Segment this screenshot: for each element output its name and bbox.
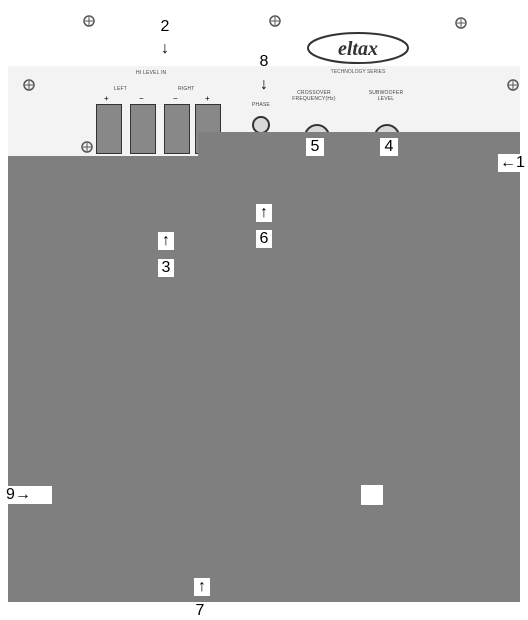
screw-icon bbox=[82, 14, 96, 28]
phase-label: PHASE bbox=[252, 102, 270, 108]
crossover-label: CROSSOVER FREQUENCY(Hz) bbox=[290, 90, 338, 102]
callout-6-arrow: ↑ bbox=[256, 204, 272, 222]
callout-2-arrow: ↓ bbox=[155, 40, 175, 58]
redaction-block bbox=[8, 156, 520, 602]
white-patch bbox=[361, 485, 383, 505]
bottom-margin bbox=[0, 602, 528, 617]
screw-icon bbox=[22, 78, 36, 92]
callout-7: 7 bbox=[194, 602, 206, 620]
callout-2: 2 bbox=[155, 18, 175, 36]
eltax-logo: eltax TECHNOLOGY SERIES bbox=[298, 30, 420, 76]
logo-text: eltax bbox=[338, 38, 378, 60]
terminal-left-minus bbox=[130, 104, 156, 154]
minus-sign: − bbox=[139, 94, 144, 103]
redaction-block bbox=[198, 132, 520, 158]
screw-icon bbox=[80, 140, 94, 154]
terminal-left-plus bbox=[96, 104, 122, 154]
callout-4: 4 bbox=[380, 138, 398, 156]
callout-3: 3 bbox=[158, 259, 174, 277]
callout-6: 6 bbox=[256, 230, 272, 248]
subwoofer-level-label: SUBWOOFER LEVEL bbox=[364, 90, 408, 102]
screw-icon bbox=[454, 16, 468, 30]
screw-icon bbox=[506, 78, 520, 92]
callout-8-arrow: ↓ bbox=[254, 76, 274, 94]
logo-subtext: TECHNOLOGY SERIES bbox=[331, 69, 386, 75]
left-label: LEFT bbox=[114, 86, 127, 92]
screw-icon bbox=[268, 14, 282, 28]
callout-9: 9→ bbox=[4, 486, 52, 504]
callout-8: 8 bbox=[254, 53, 274, 71]
callout-5: 5 bbox=[306, 138, 324, 156]
hi-level-in-label: HI LEVEL IN bbox=[136, 70, 166, 76]
minus-sign: − bbox=[173, 94, 178, 103]
callout-1: ←1 bbox=[498, 154, 528, 172]
plus-sign: + bbox=[205, 94, 210, 103]
callout-7-arrow: ↑ bbox=[194, 578, 210, 596]
right-label: RIGHT bbox=[178, 86, 195, 92]
callout-3-arrow: ↑ bbox=[158, 232, 174, 250]
plus-sign: + bbox=[104, 94, 109, 103]
terminal-right-minus bbox=[164, 104, 190, 154]
